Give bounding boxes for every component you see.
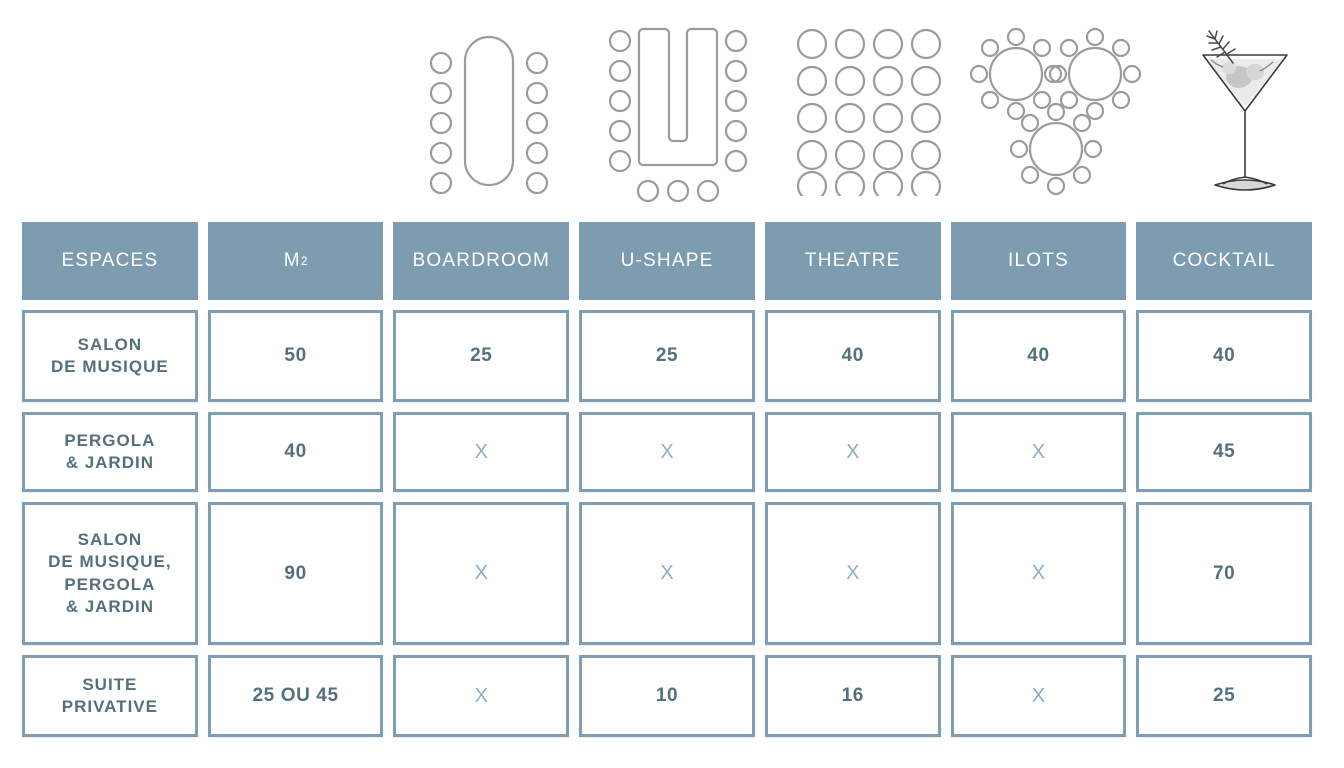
header-m2-base: M <box>283 250 301 271</box>
header-m2-superscript: 2 <box>300 254 308 268</box>
cell-cocktail: 40 <box>1136 310 1313 402</box>
header-theatre: THEATRE <box>764 222 941 300</box>
u-shape-layout-icon <box>589 0 768 222</box>
cocktail-glass-icon <box>1155 0 1334 222</box>
cell-ilots: X <box>950 655 1127 737</box>
cell-cocktail: 25 <box>1136 655 1313 737</box>
cell-m2: 40 <box>207 412 384 492</box>
cell-u-shape: X <box>579 412 755 492</box>
cell-ilots: X <box>950 502 1127 645</box>
header-boardroom: BOARDROOM <box>393 222 570 300</box>
cell-ilots: 40 <box>950 310 1127 402</box>
cell-theatre: X <box>764 502 941 645</box>
cell-u-shape: 25 <box>579 310 755 402</box>
header-u-shape: U-SHAPE <box>579 222 755 300</box>
boardroom-layout-icon <box>400 0 579 222</box>
cell-m2: 25 OU 45 <box>207 655 384 737</box>
cell-boardroom: X <box>393 655 570 737</box>
cell-boardroom: 25 <box>393 310 570 402</box>
cell-u-shape: 10 <box>579 655 755 737</box>
cell-cocktail: 45 <box>1136 412 1313 492</box>
ilots-layout-icon <box>966 0 1145 222</box>
cell-theatre: X <box>764 412 941 492</box>
cell-u-shape: X <box>579 502 755 645</box>
cell-theatre: 16 <box>764 655 941 737</box>
cell-m2: 50 <box>207 310 384 402</box>
layout-icon-strip <box>0 0 1344 222</box>
cell-cocktail: 70 <box>1136 502 1313 645</box>
cell-theatre: 40 <box>764 310 941 402</box>
table-row: PERGOLA& JARDIN 40 X X X X 45 <box>22 412 1322 492</box>
header-espaces: ESPACES <box>22 222 198 300</box>
row-label: PERGOLA& JARDIN <box>22 412 198 492</box>
cell-ilots: X <box>950 412 1127 492</box>
cell-m2: 90 <box>207 502 384 645</box>
header-ilots: ILOTS <box>950 222 1127 300</box>
icon-slot-m2 <box>211 0 390 222</box>
icon-slot-espaces <box>22 0 201 222</box>
cell-boardroom: X <box>393 502 570 645</box>
header-cocktail: COCKTAIL <box>1136 222 1313 300</box>
cell-boardroom: X <box>393 412 570 492</box>
theatre-layout-icon <box>777 0 956 222</box>
